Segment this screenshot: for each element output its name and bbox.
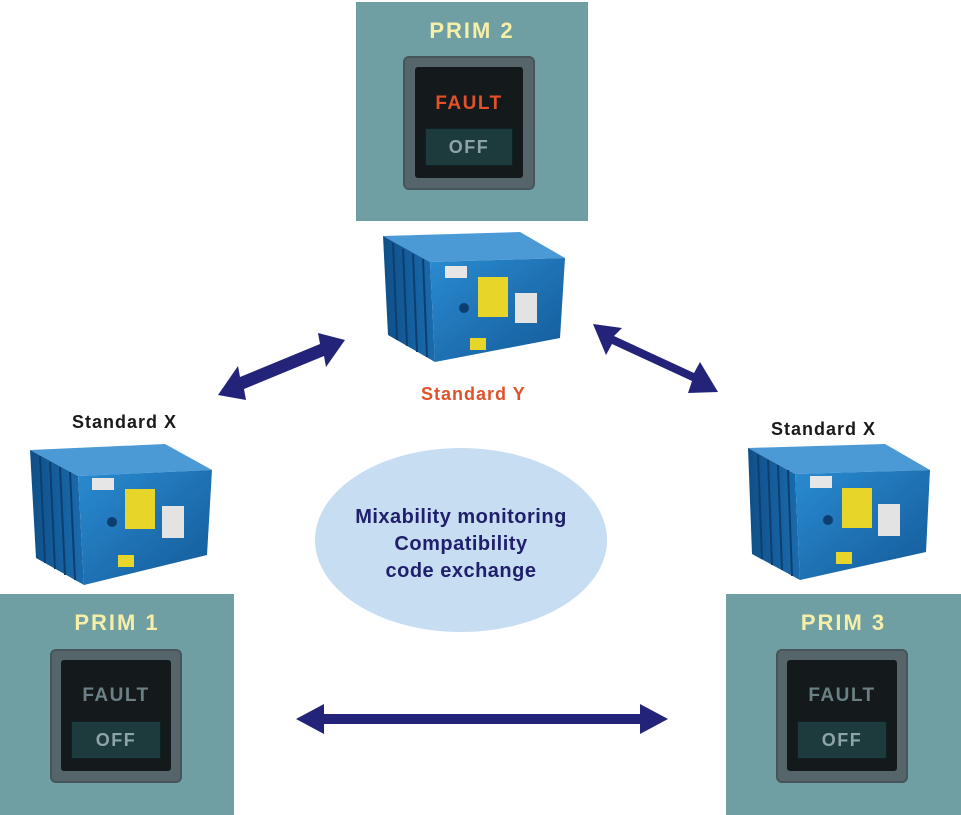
arrow-right-top bbox=[593, 324, 718, 393]
prim-3-title: PRIM 3 bbox=[800, 610, 887, 635]
prim-1-off-label: OFF bbox=[71, 721, 161, 759]
prim-3-fault-label: FAULT bbox=[808, 685, 876, 706]
double-arrow-icon bbox=[218, 333, 345, 400]
arrow-bottom bbox=[296, 704, 668, 734]
prim-2-panel: PRIM 2 FAULT OFF bbox=[356, 2, 588, 221]
prim-2-switch[interactable]: FAULT OFF bbox=[403, 56, 535, 190]
standard-x-right-label: Standard X bbox=[771, 419, 877, 439]
center-line-3: code exchange bbox=[385, 560, 537, 582]
computer-unit-left bbox=[30, 444, 212, 585]
computer-unit-right bbox=[748, 444, 930, 580]
prim-1-panel: PRIM 1 FAULT OFF bbox=[0, 594, 234, 815]
prim-3-switch[interactable]: FAULT OFF bbox=[776, 649, 908, 783]
prim-2-fault-label: FAULT bbox=[435, 93, 503, 114]
arrow-left-top bbox=[218, 333, 345, 400]
double-arrow-icon bbox=[296, 704, 668, 734]
standard-y-label: Standard Y bbox=[421, 384, 526, 404]
center-line-2: Compatibility bbox=[394, 533, 528, 555]
prim-1-switch[interactable]: FAULT OFF bbox=[50, 649, 182, 783]
prim-1-title: PRIM 1 bbox=[74, 610, 160, 635]
standard-x-left-label: Standard X bbox=[72, 412, 178, 432]
prim-3-off-label: OFF bbox=[797, 721, 887, 759]
center-bubble: Mixability monitoring Compatibility code… bbox=[315, 448, 607, 632]
prim-2-title: PRIM 2 bbox=[429, 18, 515, 43]
prim-1-fault-label: FAULT bbox=[82, 685, 150, 706]
prim-2-off-label: OFF bbox=[425, 128, 513, 166]
prim-3-panel: PRIM 3 FAULT OFF bbox=[726, 594, 961, 815]
double-arrow-icon bbox=[593, 324, 718, 393]
computer-unit-top bbox=[383, 232, 565, 362]
center-line-1: Mixability monitoring bbox=[355, 506, 567, 528]
